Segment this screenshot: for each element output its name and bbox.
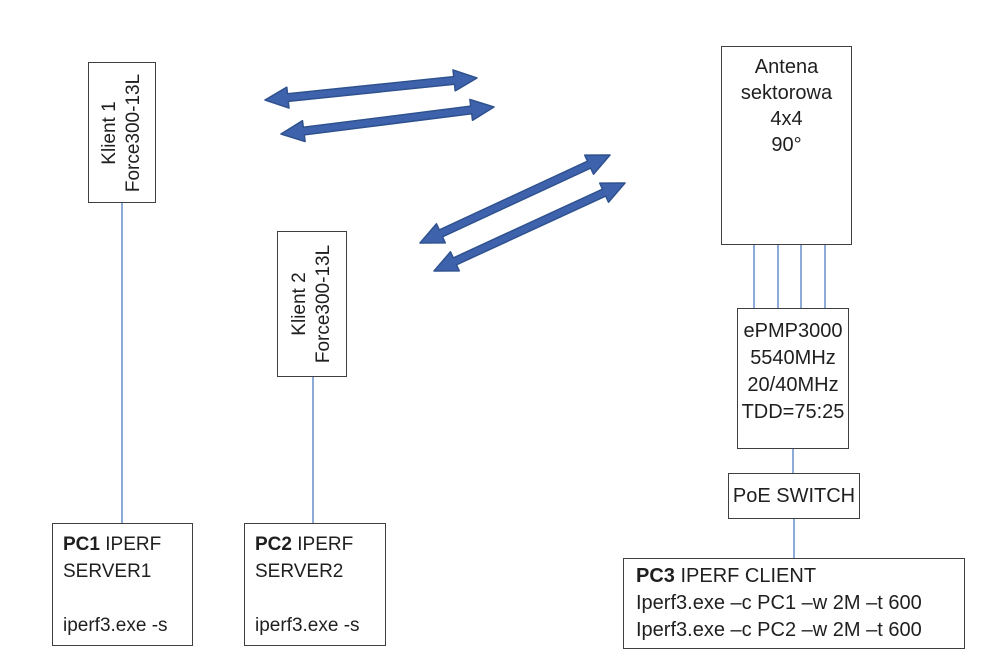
- node-pc1-title: PC1 IPERF: [63, 531, 188, 558]
- node-pc2: PC2 IPERF SERVER2 iperf3.exe -s: [244, 523, 386, 646]
- node-poe-switch: PoE SWITCH: [728, 473, 860, 519]
- radio-link-arrow: [264, 69, 478, 109]
- node-pc1-spacer: [63, 585, 188, 612]
- node-pc1-role: IPERF: [99, 534, 162, 555]
- node-pc1: PC1 IPERF SERVER1 iperf3.exe -s: [52, 523, 193, 646]
- node-pc3-command-1: Iperf3.exe –c PC1 –w 2M –t 600: [636, 592, 922, 614]
- radio-link-arrow: [433, 182, 626, 272]
- node-pc1-subtitle: SERVER1: [63, 561, 152, 582]
- radio-link-arrow: [280, 98, 495, 143]
- node-pc3-name: PC3: [636, 565, 675, 587]
- node-pc2-name: PC2: [255, 534, 292, 555]
- node-pc2-role: IPERF: [291, 534, 354, 555]
- node-pc3-title: PC3 IPERF CLIENT: [636, 563, 960, 590]
- node-pc3-role: IPERF CLIENT: [674, 565, 817, 587]
- node-pc1-name: PC1: [63, 534, 100, 555]
- radio-link-arrow: [419, 154, 611, 244]
- node-pc2-spacer: [255, 585, 381, 612]
- node-pc3-command-2: Iperf3.exe –c PC2 –w 2M –t 600: [636, 619, 922, 641]
- node-pc2-command: iperf3.exe -s: [255, 615, 360, 636]
- node-poe-switch-label: PoE SWITCH: [732, 485, 856, 507]
- node-pc2-subtitle: SERVER2: [255, 561, 344, 582]
- node-pc3: PC3 IPERF CLIENT Iperf3.exe –c PC1 –w 2M…: [623, 558, 965, 649]
- node-pc2-title: PC2 IPERF: [255, 531, 381, 558]
- node-pc1-command: iperf3.exe -s: [63, 615, 168, 636]
